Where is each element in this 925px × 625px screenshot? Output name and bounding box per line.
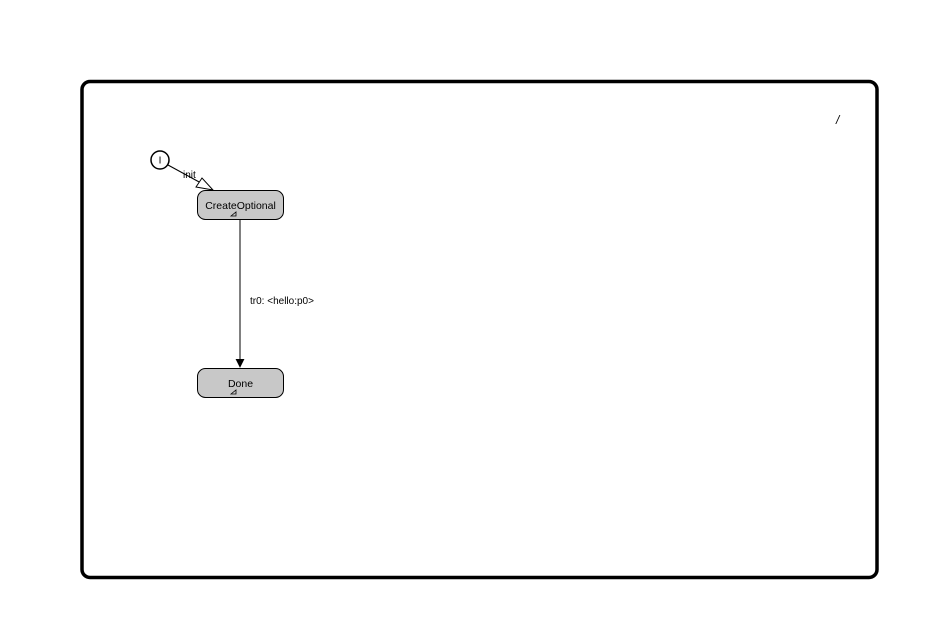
transition-init[interactable]: init <box>167 164 215 191</box>
state-done-label: Done <box>228 378 253 390</box>
transition-tr0[interactable]: tr0: <hello:p0> <box>235 220 314 368</box>
substate-indicator-icon <box>229 389 237 395</box>
state-create-optional[interactable]: CreateOptional <box>197 190 284 220</box>
initial-state-marker: I <box>159 156 162 167</box>
transition-tr0-label: tr0: <hello:p0> <box>250 296 314 307</box>
state-done-box <box>197 368 284 398</box>
state-create-optional-box <box>197 190 284 220</box>
substate-indicator-icon <box>229 211 237 217</box>
state-done[interactable]: Done <box>197 368 284 398</box>
initial-state[interactable]: I <box>150 150 170 170</box>
state-create-optional-label: CreateOptional <box>205 200 276 212</box>
corner-label: / <box>835 113 841 127</box>
diagram-frame <box>80 79 879 580</box>
transition-init-arrowhead <box>195 177 215 191</box>
initial-state-circle <box>150 150 170 170</box>
transition-init-label: init <box>183 170 196 181</box>
transition-init-line <box>167 164 202 184</box>
